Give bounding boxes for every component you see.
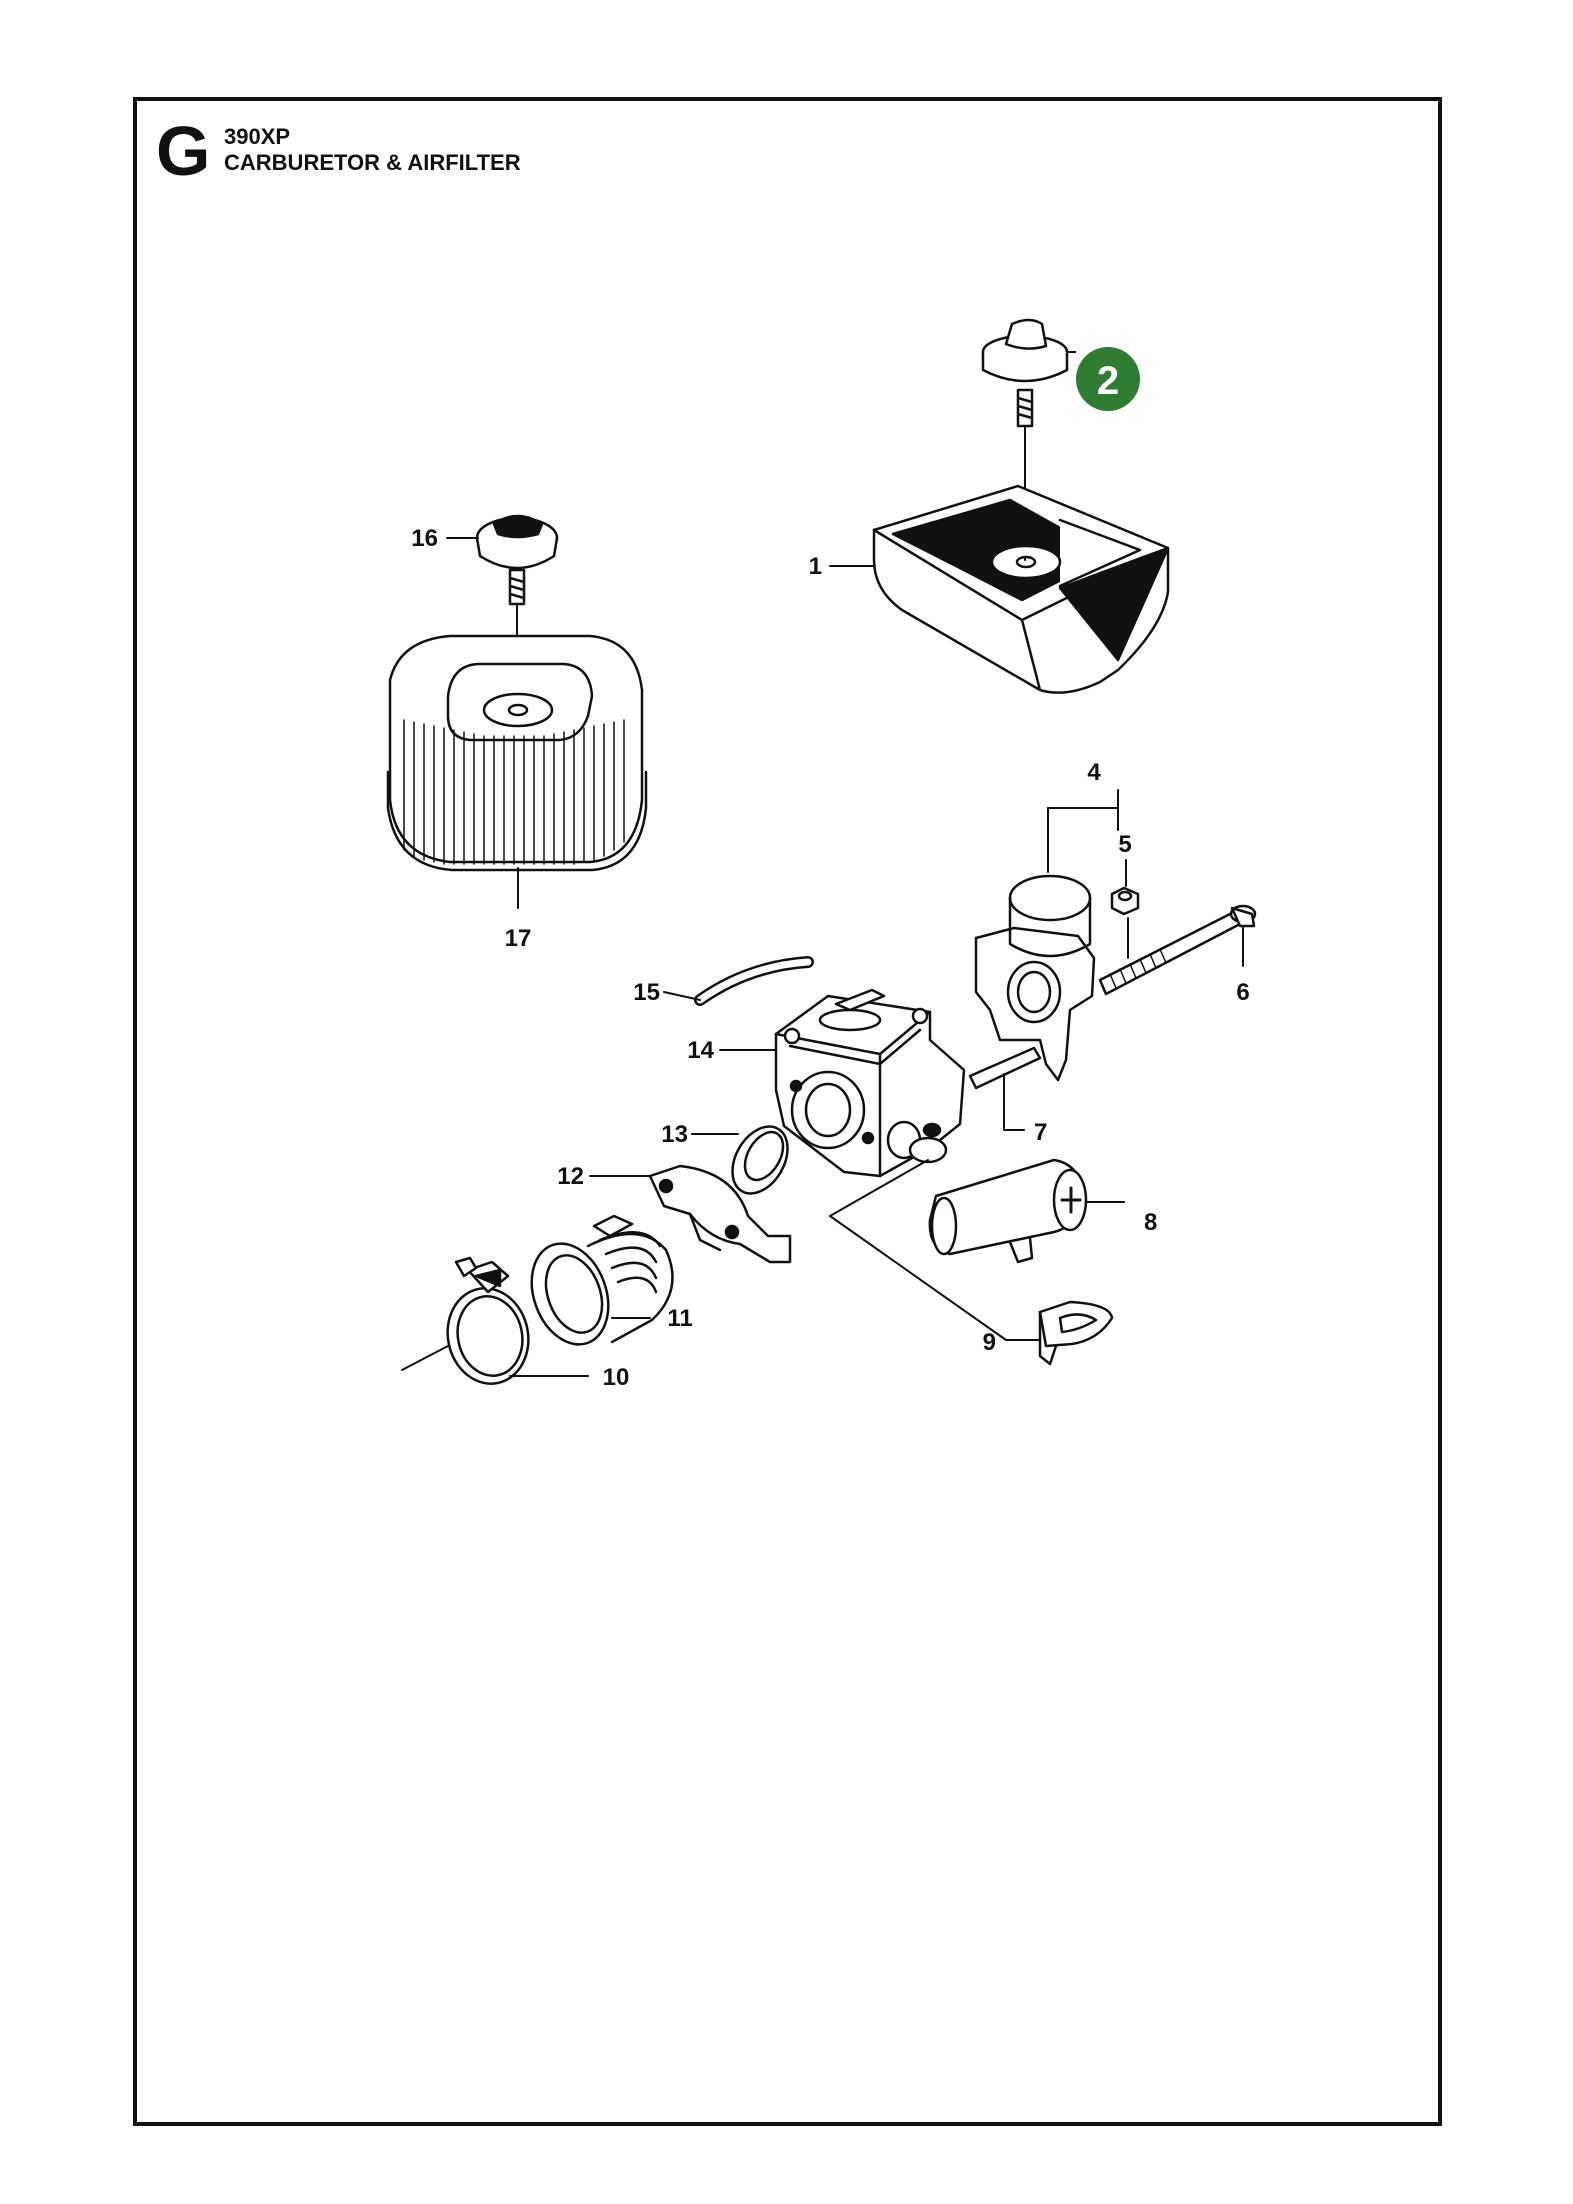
callout-8: 8	[1144, 1209, 1157, 1236]
section-letter: G	[156, 112, 211, 190]
seal-ring	[691, 1125, 789, 1195]
air-filter-cover	[829, 484, 1170, 694]
callout-15: 15	[633, 979, 660, 1006]
highlight-badge: 2	[1067, 347, 1140, 411]
callout-1: 1	[809, 553, 822, 580]
filter-knob	[446, 514, 559, 701]
callout-11: 11	[667, 1305, 692, 1332]
callout-4: 4	[1087, 759, 1101, 786]
fuel-hose	[663, 956, 814, 1006]
callout-7: 7	[1034, 1119, 1047, 1146]
guide-pin	[968, 1046, 1042, 1131]
intake-adapter	[974, 789, 1140, 1082]
callout-17: 17	[505, 925, 532, 952]
intake-tube	[928, 1158, 1125, 1264]
callout-labels: 1 4 5 6 7 8 9 10 11 12 13 14 15 16 17	[411, 525, 1249, 1391]
callout-13: 13	[661, 1121, 688, 1148]
callout-9: 9	[983, 1329, 996, 1356]
model-number: 390XP	[224, 124, 291, 149]
clip	[829, 1159, 1114, 1366]
callout-12: 12	[557, 1163, 584, 1190]
flange-clamp	[589, 1164, 792, 1264]
page-title: CARBURETOR & AIRFILTER	[224, 150, 521, 175]
hose-clamp	[401, 1256, 589, 1385]
page-frame	[133, 97, 1442, 2126]
intake-boot	[530, 1214, 674, 1346]
callout-16: 16	[411, 525, 438, 552]
callout-6: 6	[1236, 979, 1249, 1006]
highlight-badge-label: 2	[1097, 359, 1119, 403]
carburetor	[719, 988, 966, 1178]
callout-14: 14	[687, 1037, 714, 1064]
callout-5: 5	[1118, 831, 1131, 858]
air-filter-element	[386, 634, 648, 909]
long-bolt	[1098, 904, 1257, 996]
callout-10: 10	[603, 1364, 630, 1391]
